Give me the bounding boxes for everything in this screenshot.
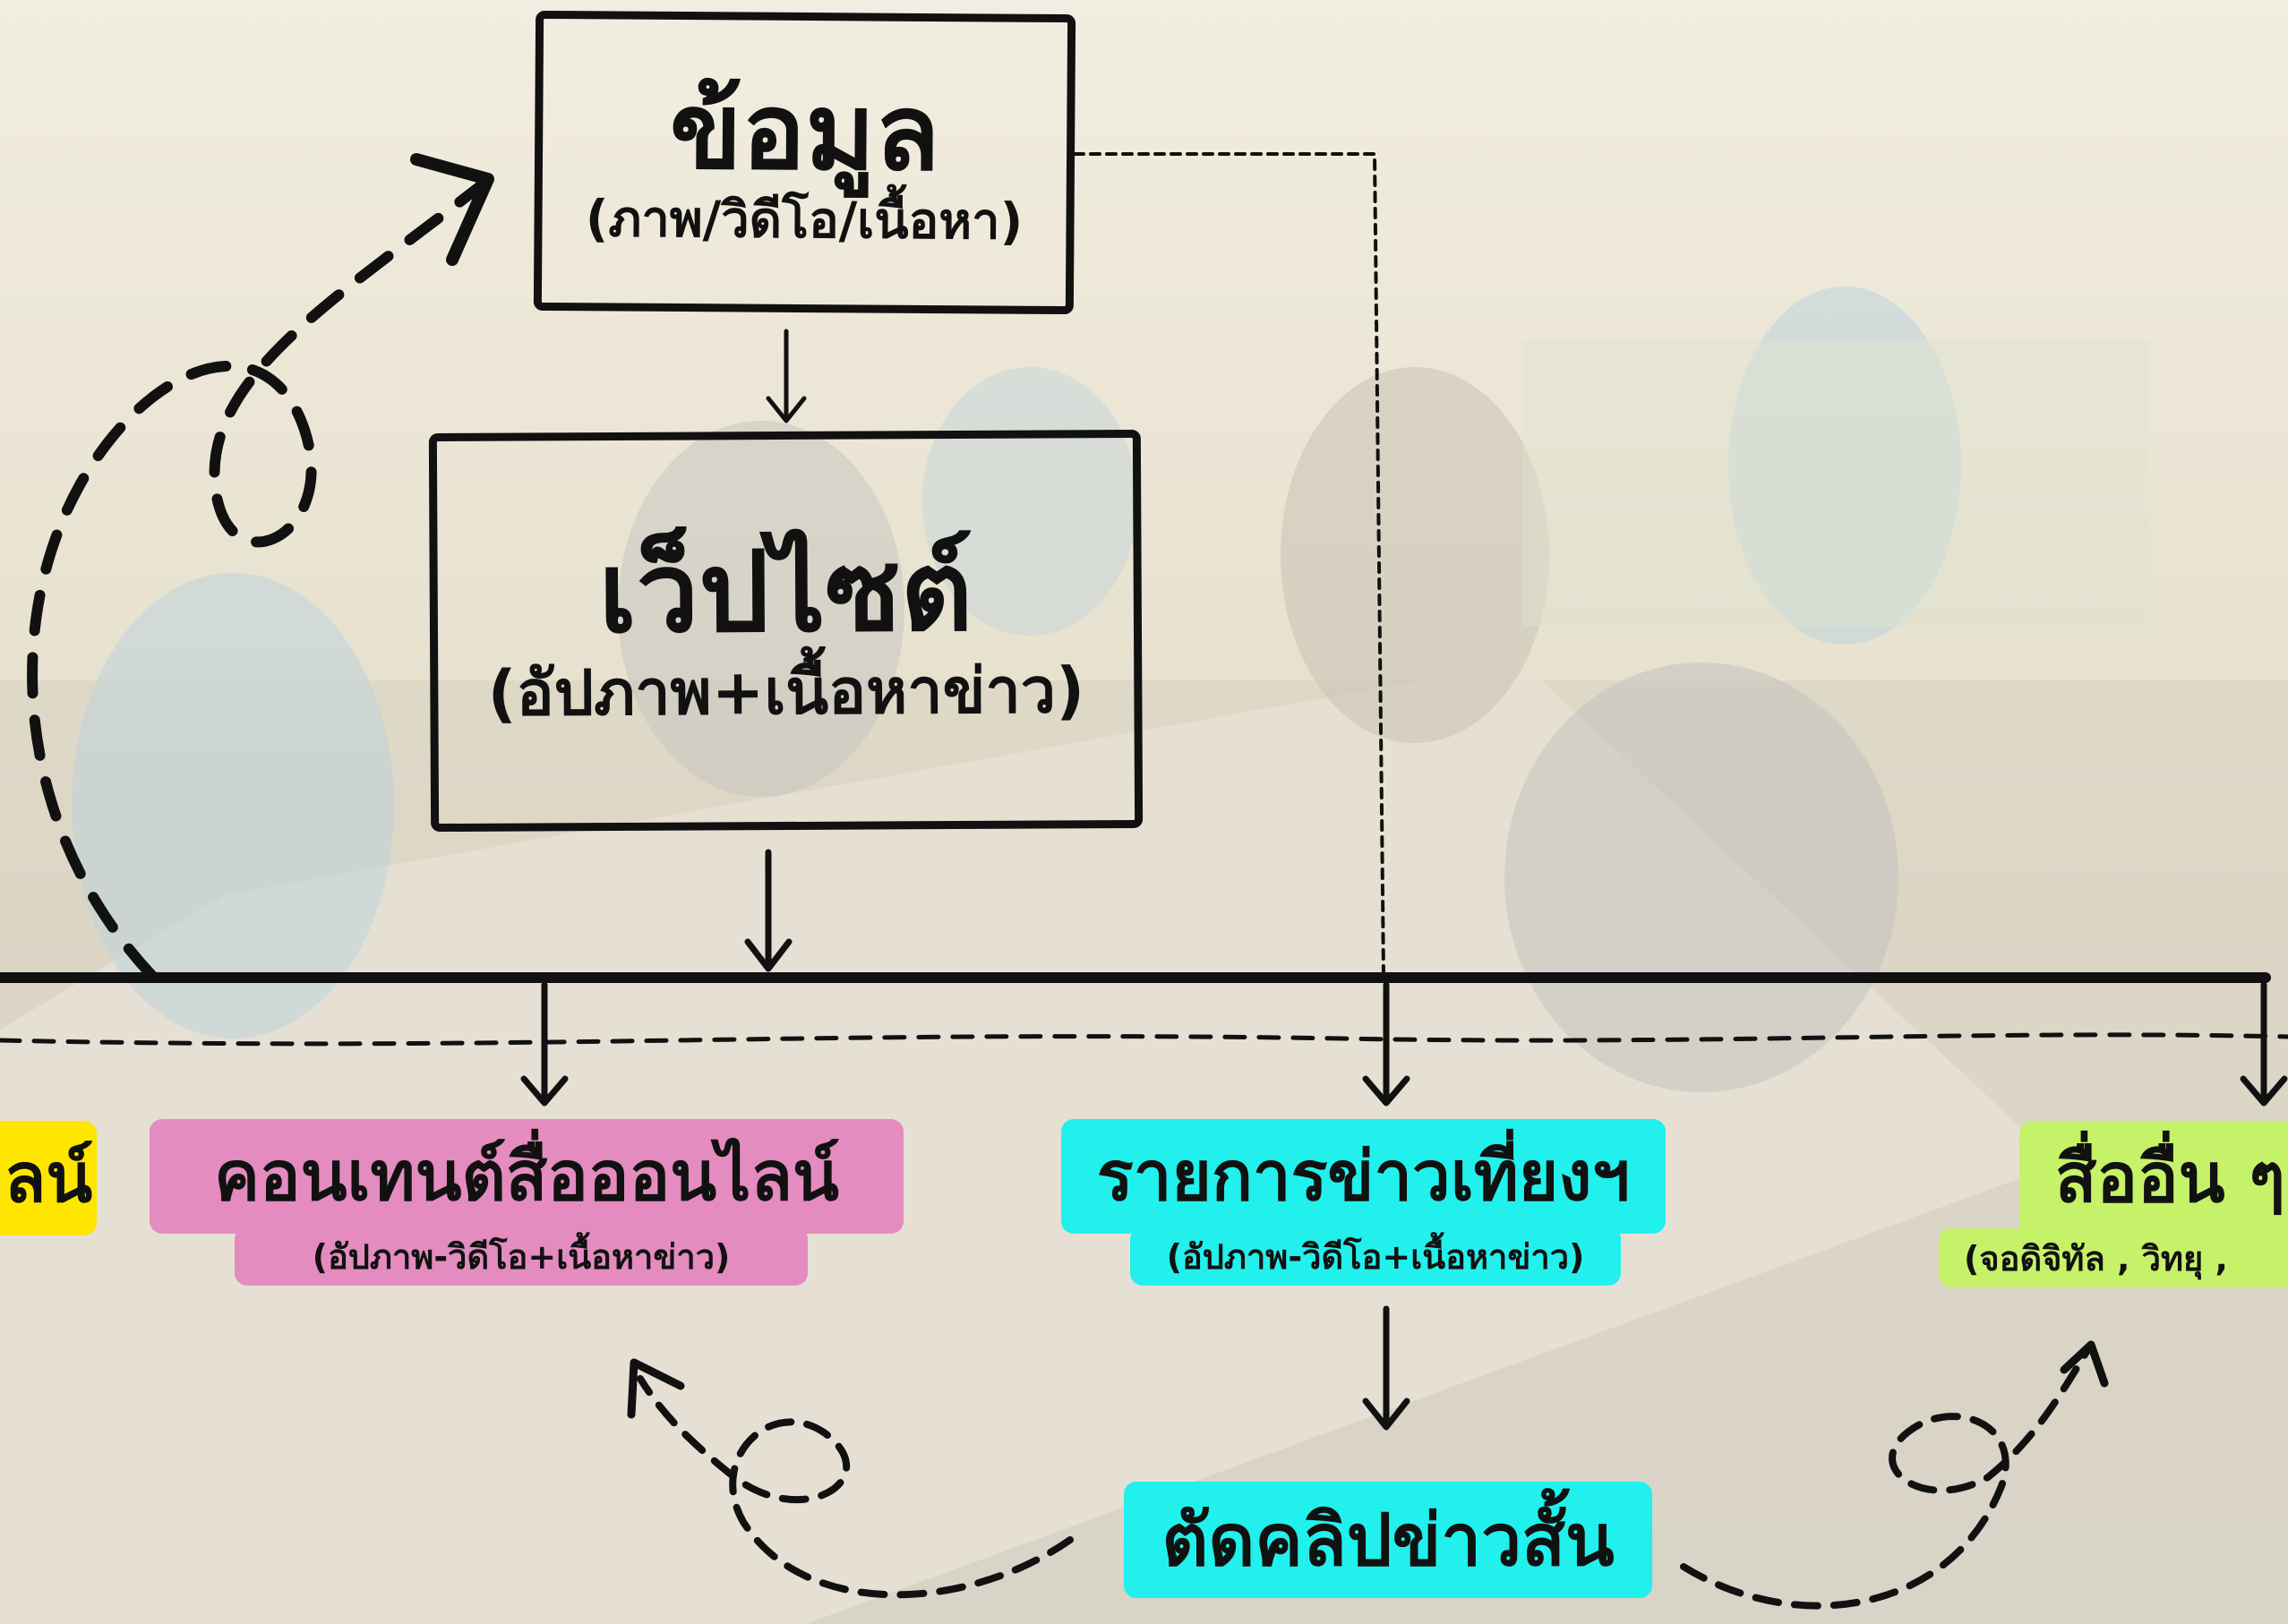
arrow-data-to-website — [766, 329, 807, 423]
arrow-bar-to-other — [2240, 981, 2288, 1107]
arrowhead-to-online — [627, 1358, 685, 1419]
arrowhead-to-data — [410, 153, 494, 266]
dashed-underline — [0, 1032, 2288, 1047]
dashed-loop-clip-to-other — [1680, 1348, 2090, 1610]
left-partial-label: ลน์ — [0, 1121, 97, 1235]
dashed-loop-arrow-left — [27, 178, 489, 981]
online-content-subtitle: (อัปภาพ-วิดีโอ+เนื้อหาข่าว) — [235, 1227, 808, 1286]
online-content-label: คอนเทนต์สื่อออนไลน์ — [150, 1119, 904, 1234]
other-media-subtitle: (จอดิจิทัล , วิทยุ , — [1939, 1228, 2288, 1287]
website-box: เว็ปไซต์ (อัปภาพ+เนื้อหาข่าว) — [428, 429, 1144, 833]
website-title: เว็ปไซต์ — [598, 527, 973, 659]
data-box: ข้อมูล (ภาพ/วิดีโอ/เนื้อหา) — [533, 10, 1076, 315]
noon-news-label: รายการข่าวเที่ยงฯ — [1061, 1119, 1666, 1234]
arrowhead-to-other — [2060, 1340, 2109, 1388]
short-clip-label: ตัดคลิปข่าวสั้น — [1124, 1482, 1652, 1598]
dotted-connector-top-to-noon — [1073, 152, 1385, 978]
other-media-label: สื่ออื่น ๆ — [2019, 1121, 2288, 1235]
noon-news-subtitle: (อัปภาพ-วิดีโอ+เนื้อหาข่าว) — [1130, 1227, 1621, 1286]
arrow-website-to-bar — [744, 849, 793, 972]
website-subtitle: (อัปภาพ+เนื้อหาข่าว) — [487, 653, 1085, 731]
data-subtitle: (ภาพ/วิดีโอ/เนื้อหา) — [585, 190, 1024, 252]
arrow-noon-to-clip — [1362, 1305, 1410, 1431]
dashed-loop-clip-to-online — [637, 1375, 1074, 1599]
data-title: ข้อมูล — [669, 68, 941, 195]
arrow-bar-to-noon — [1362, 981, 1410, 1107]
